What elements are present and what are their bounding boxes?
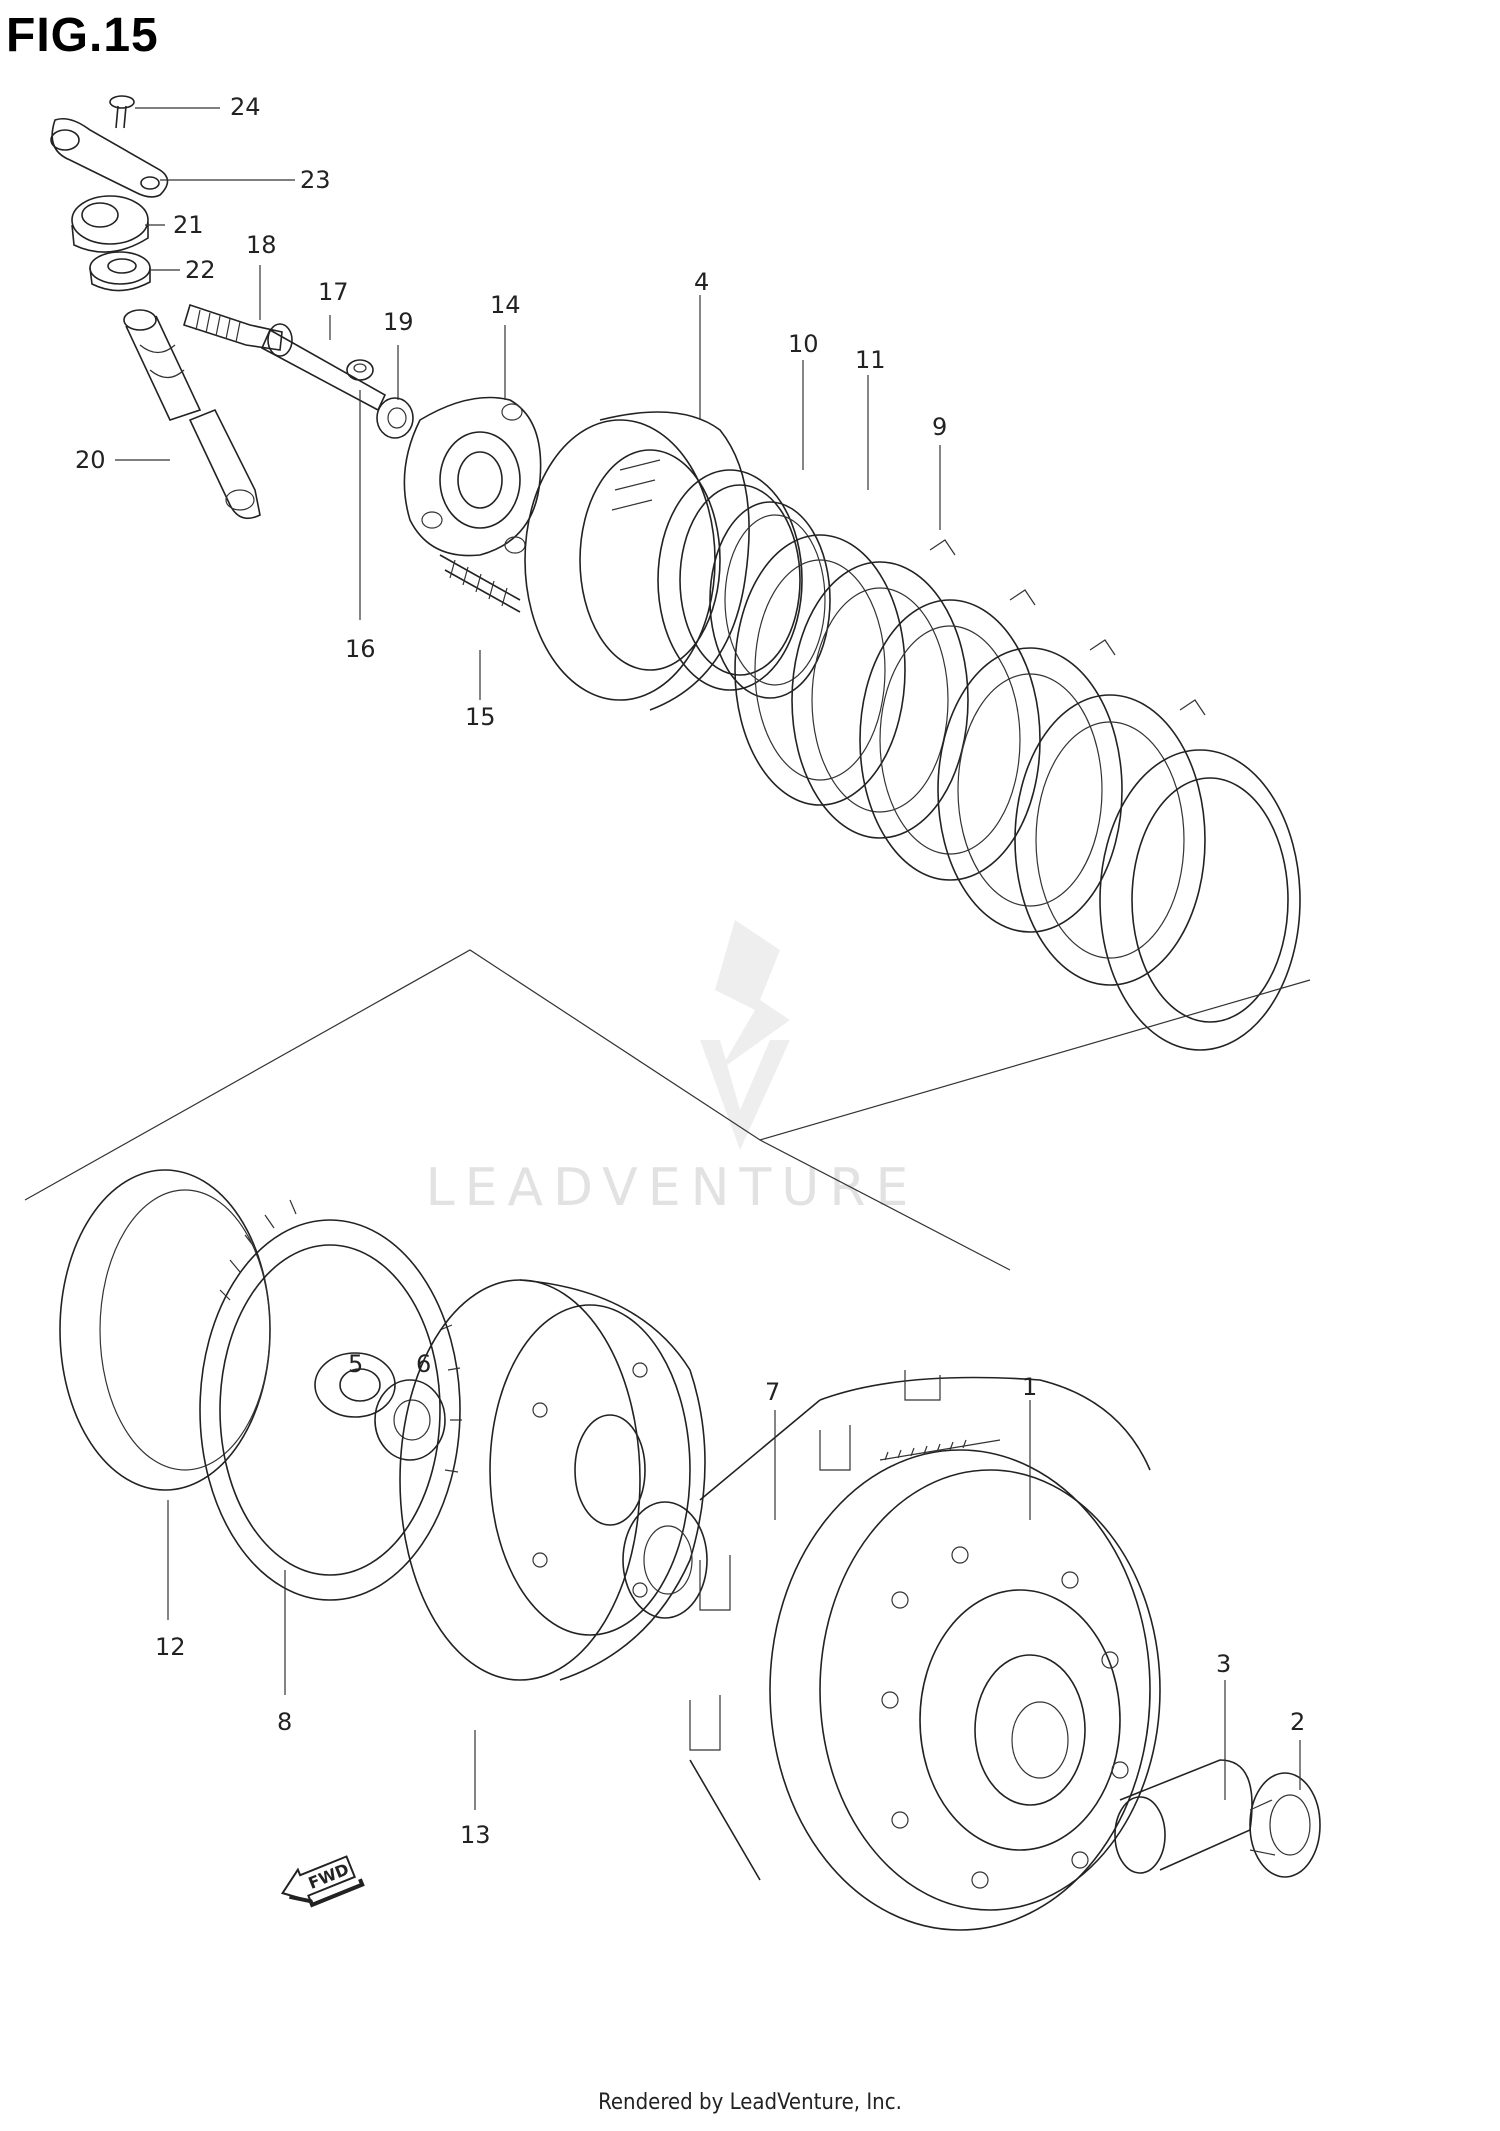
callout-5: 5 xyxy=(348,1350,363,1378)
callout-7: 7 xyxy=(765,1378,780,1406)
release-mechanism-group xyxy=(24,95,1311,1271)
callout-17: 17 xyxy=(318,278,349,306)
callout-13: 13 xyxy=(460,1821,491,1849)
callout-4: 4 xyxy=(694,268,709,296)
callout-24: 24 xyxy=(230,93,261,121)
fwd-arrow: FWD xyxy=(280,1855,365,1908)
callout-23: 23 xyxy=(300,166,331,194)
footer-credit: Rendered by LeadVenture, Inc. xyxy=(598,2090,902,2115)
clutch-hub-group xyxy=(59,1169,1321,1931)
leader-lines xyxy=(115,107,1301,1810)
callout-20: 20 xyxy=(75,446,106,474)
callout-11: 11 xyxy=(855,346,886,374)
callout-18: 18 xyxy=(246,231,277,259)
callout-2: 2 xyxy=(1290,1708,1305,1736)
callout-1: 1 xyxy=(1022,1373,1037,1401)
watermark-text: LEADVENTURE xyxy=(426,1158,919,1218)
callout-3: 3 xyxy=(1216,1650,1231,1678)
callout-10: 10 xyxy=(788,330,819,358)
callout-22: 22 xyxy=(185,256,216,284)
callout-12: 12 xyxy=(155,1633,186,1661)
callout-9: 9 xyxy=(932,413,947,441)
leadventure-watermark: LEADVENTURE xyxy=(426,920,919,1218)
callout-labels: 24 23 21 22 18 17 19 14 4 10 11 9 20 16 … xyxy=(75,93,1305,1849)
callout-15: 15 xyxy=(465,703,496,731)
callout-14: 14 xyxy=(490,291,521,319)
clutch-plate-stack xyxy=(734,534,1301,1051)
callout-16: 16 xyxy=(345,635,376,663)
callout-8: 8 xyxy=(277,1708,292,1736)
callout-21: 21 xyxy=(173,211,204,239)
callout-19: 19 xyxy=(383,308,414,336)
figure-title: FIG.15 xyxy=(6,9,159,62)
callout-6: 6 xyxy=(416,1350,431,1378)
